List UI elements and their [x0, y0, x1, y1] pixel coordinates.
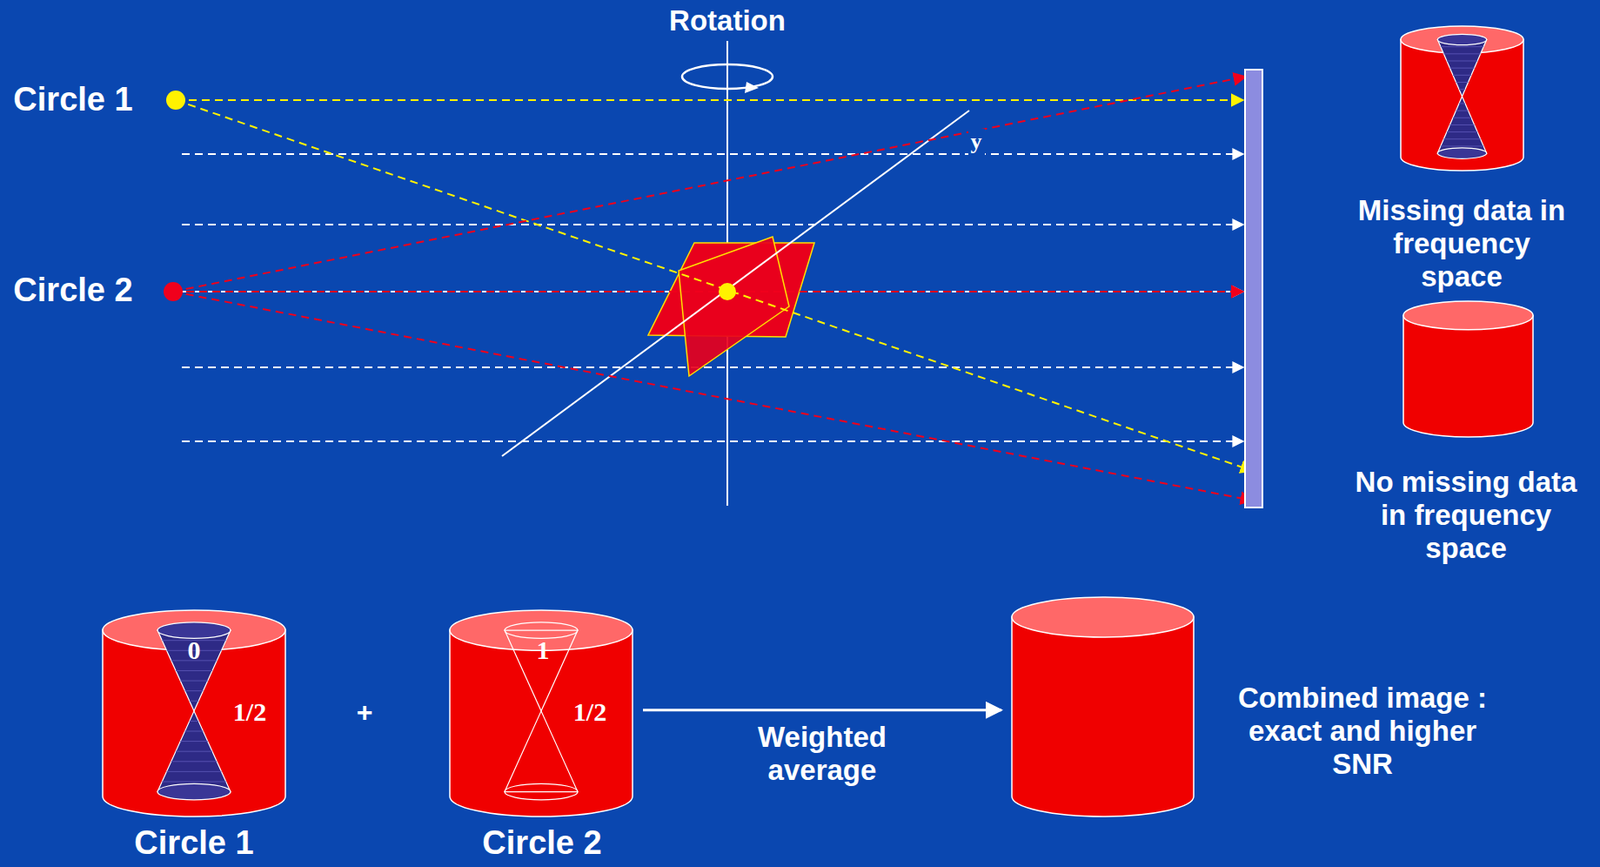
- parallel-rays: [181, 153, 1244, 442]
- cylinder-body: [102, 629, 286, 817]
- hatch-line: [1459, 88, 1466, 90]
- hatch-line: [189, 720, 200, 722]
- hatch-line: [180, 740, 208, 742]
- source-label: Circle 1: [13, 80, 133, 120]
- cylinder-body: [449, 629, 633, 817]
- source-point: [163, 281, 183, 302]
- flow-arrow: [642, 708, 1002, 711]
- cone-rim: [1437, 147, 1487, 159]
- frequency-cylinder: Missing data in frequency space: [1400, 26, 1524, 171]
- cylinder-shape: [1403, 301, 1534, 437]
- caption: Missing data in frequency space: [1352, 194, 1571, 294]
- cone-rim: [1437, 33, 1487, 45]
- missing-cone: [157, 629, 231, 711]
- cone-beam-ray: [175, 99, 1244, 101]
- hatch-line: [1446, 60, 1478, 61]
- ray: [181, 440, 1244, 442]
- hatch-line: [175, 669, 213, 671]
- cone-beam-ray: [173, 291, 1253, 501]
- hatch-line: [180, 680, 208, 682]
- missing-cone: [504, 710, 578, 792]
- frequency-cylinder: No missing data in frequency space: [1403, 301, 1534, 437]
- hatch-line: [1443, 138, 1480, 140]
- hatch-line: [171, 760, 218, 762]
- hatch-line: [1440, 46, 1484, 47]
- caption: Combined image : exact and higher SNR: [1231, 681, 1493, 781]
- source-label: Circle 2: [13, 271, 133, 310]
- hatch-line: [1455, 81, 1468, 83]
- cylinder-body: [1403, 314, 1534, 437]
- hatch-line: [1452, 74, 1472, 76]
- caption: No missing data in frequency space: [1346, 465, 1587, 565]
- cylinder-title: Circle 2: [482, 823, 602, 863]
- missing-cone: [504, 629, 578, 711]
- missing-cone: [1437, 40, 1487, 97]
- hatch-line: [1459, 102, 1466, 104]
- y-axis: [502, 110, 970, 456]
- cone-beam-ray: [173, 76, 1246, 292]
- axis-label: y: [968, 128, 985, 155]
- cylinder-title: Circle 1: [133, 823, 254, 863]
- hatch-line: [1446, 131, 1478, 133]
- hatch-line: [185, 730, 204, 732]
- rotation-arrowhead: [744, 81, 759, 94]
- hatch-line: [1443, 53, 1480, 54]
- hatch-line: [167, 770, 222, 772]
- cylinder-body: [1011, 616, 1194, 817]
- hatch-line: [161, 780, 227, 782]
- rotation-centre: [718, 282, 737, 301]
- weight-value: 0: [187, 635, 201, 666]
- weight-value: 1: [536, 635, 550, 666]
- missing-cone: [1437, 96, 1487, 154]
- rotation-arrow: [682, 64, 773, 89]
- hatch-line: [1455, 110, 1468, 112]
- cone-rim: [504, 783, 578, 799]
- source-point: [166, 90, 186, 110]
- cone-rim: [157, 783, 231, 799]
- cone-beam-ray: [175, 100, 1253, 471]
- frequency-cylinder: 11/2Circle 2: [449, 609, 633, 817]
- axis-label: Rotation: [669, 4, 786, 38]
- ray: [181, 153, 1244, 155]
- hatch-line: [189, 700, 200, 702]
- hatch-line: [1449, 67, 1474, 69]
- ray: [181, 223, 1244, 226]
- hatch-line: [1440, 145, 1484, 147]
- cylinder-top: [1011, 596, 1194, 637]
- detector: [1245, 69, 1263, 508]
- frequency-cylinder: 01/2Circle 1: [102, 609, 286, 817]
- cone-beam-ray: [173, 290, 1244, 293]
- edge-label: Weighted average: [743, 720, 901, 787]
- missing-cone: [157, 710, 231, 792]
- cylinder-body: [1400, 40, 1524, 171]
- hatch-line: [1449, 124, 1474, 126]
- cylinder-top: [1403, 301, 1534, 330]
- weight-value: 1/2: [233, 696, 267, 728]
- frequency-cylinder: Combined image : exact and higher SNR: [1011, 596, 1194, 817]
- operator-sign: +: [356, 696, 374, 729]
- cylinder-shape: [1011, 596, 1194, 817]
- hatch-line: [175, 750, 213, 752]
- hatch-line: [185, 689, 204, 691]
- hatch-line: [1452, 117, 1472, 119]
- cylinder-shape: [1400, 26, 1524, 171]
- ray: [181, 366, 1244, 369]
- weight-value: 1/2: [573, 696, 607, 728]
